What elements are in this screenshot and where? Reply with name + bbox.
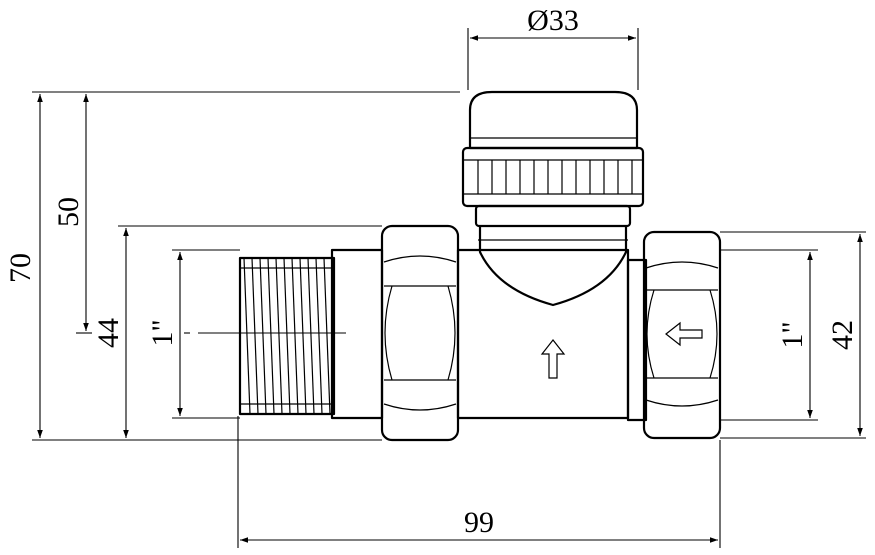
left-hex-nut <box>380 224 460 442</box>
flow-arrows <box>540 321 703 379</box>
label-left-nut-height: 44 <box>92 318 125 348</box>
right-hex-nut <box>626 230 722 440</box>
label-right-nut-height: 42 <box>826 320 859 350</box>
label-right-thread: 1" <box>776 321 809 348</box>
left-threaded-nipple <box>238 248 384 420</box>
dimension-lines <box>37 35 863 543</box>
thread-lines <box>243 257 331 415</box>
dimension-labels: Ø33 70 50 44 1" 1" 42 99 <box>4 4 859 539</box>
valve-cap <box>461 90 645 228</box>
label-total-height: 70 <box>4 253 37 283</box>
flow-arrow-left-icon <box>665 321 703 347</box>
label-total-length: 99 <box>464 506 494 539</box>
cap-knurling <box>477 160 633 194</box>
extension-lines <box>32 28 866 548</box>
valve-body <box>456 226 630 420</box>
label-cap-diameter: Ø33 <box>527 4 579 37</box>
label-left-thread: 1" <box>146 319 179 346</box>
flow-arrow-up-icon <box>540 339 566 379</box>
label-height-to-axis: 50 <box>52 197 85 227</box>
